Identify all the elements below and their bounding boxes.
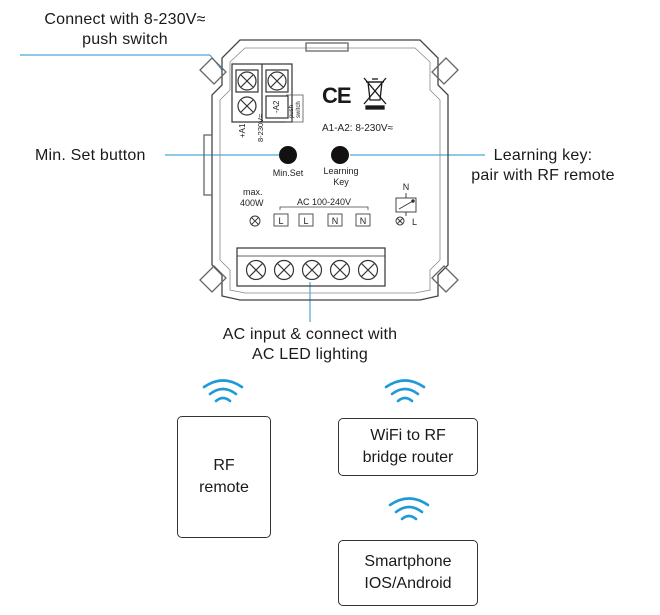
corner-clip-tr <box>431 57 459 85</box>
callout-ac-input-line1: AC input & connect with <box>222 326 398 343</box>
housing-outline <box>211 39 449 301</box>
callout-ac-input: AC input & connect with AC LED lighting <box>190 325 430 365</box>
learning-label-line2: Key <box>333 177 349 187</box>
housing-inner-outline <box>219 47 441 294</box>
label-switch: switch <box>296 101 302 118</box>
callout-learning-line1: Learning key: <box>493 147 593 164</box>
corner-clip-br <box>431 265 459 293</box>
terminal-label-3: N <box>332 216 339 226</box>
n-label: N <box>403 182 410 192</box>
min-set-button[interactable] <box>279 146 297 164</box>
rf-remote-line1: RF <box>213 457 235 474</box>
learning-key-button[interactable] <box>331 146 349 164</box>
screw-a2 <box>267 71 287 91</box>
weee-bin-icon <box>363 77 387 110</box>
wireless-icon-rf-remote <box>202 379 244 403</box>
smartphone-line1: Smartphone <box>364 553 452 570</box>
callout-ac-input-line2: AC LED lighting <box>252 346 368 363</box>
wifi-router-box: WiFi to RF bridge router <box>338 418 478 476</box>
switch-symbol-icon <box>395 193 417 226</box>
wireless-icon-router <box>384 379 426 403</box>
label-a2: -A2 <box>272 100 281 113</box>
lamp-icon <box>249 215 261 227</box>
callout-push-switch-line2: push switch <box>82 31 168 48</box>
label-a1a2: A1-A2: 8-230V≈ <box>322 123 394 134</box>
rf-remote-line2: remote <box>199 479 249 496</box>
terminal-label-2: L <box>303 216 308 226</box>
label-voltage: 8-230V≈ <box>256 114 265 142</box>
smartphone-line2: IOS/Android <box>364 575 452 592</box>
l-label: L <box>412 217 417 227</box>
wifi-router-line2: bridge router <box>362 449 454 466</box>
wifi-router-line1: WiFi to RF <box>370 427 446 444</box>
min-set-label: Min.Set <box>273 168 304 178</box>
corner-clip-bl <box>199 265 227 293</box>
callout-push-switch-line1: Connect with 8-230V≈ <box>44 11 206 28</box>
max-label-line1: max. <box>243 187 263 197</box>
callout-learning: Learning key: pair with RF remote <box>458 146 628 186</box>
screw-a1 <box>237 96 257 116</box>
label-push: push <box>289 105 295 118</box>
callout-min-set: Min. Set button <box>35 147 146 164</box>
wireless-icon-smartphone <box>388 497 430 521</box>
callout-learning-line2: pair with RF remote <box>471 167 615 184</box>
top-tab <box>305 42 349 52</box>
rf-remote-box: RF remote <box>177 416 271 538</box>
smartphone-box: Smartphone IOS/Android <box>338 540 478 606</box>
terminal-label-1: L <box>278 216 283 226</box>
ce-mark: CE <box>322 83 351 108</box>
ac-terminal-block <box>236 247 386 287</box>
learning-label-line1: Learning <box>323 166 358 176</box>
label-a1: +A1 <box>238 123 247 138</box>
left-notch <box>203 134 213 196</box>
terminal-label-4: N <box>360 216 367 226</box>
corner-clip-tl <box>199 57 227 85</box>
push-switch-terminal-block <box>231 63 293 123</box>
max-label-line2: 400W <box>240 198 264 208</box>
ac-range-label: AC 100-240V <box>297 197 351 207</box>
callout-push-switch: Connect with 8-230V≈ push switch <box>20 10 230 50</box>
